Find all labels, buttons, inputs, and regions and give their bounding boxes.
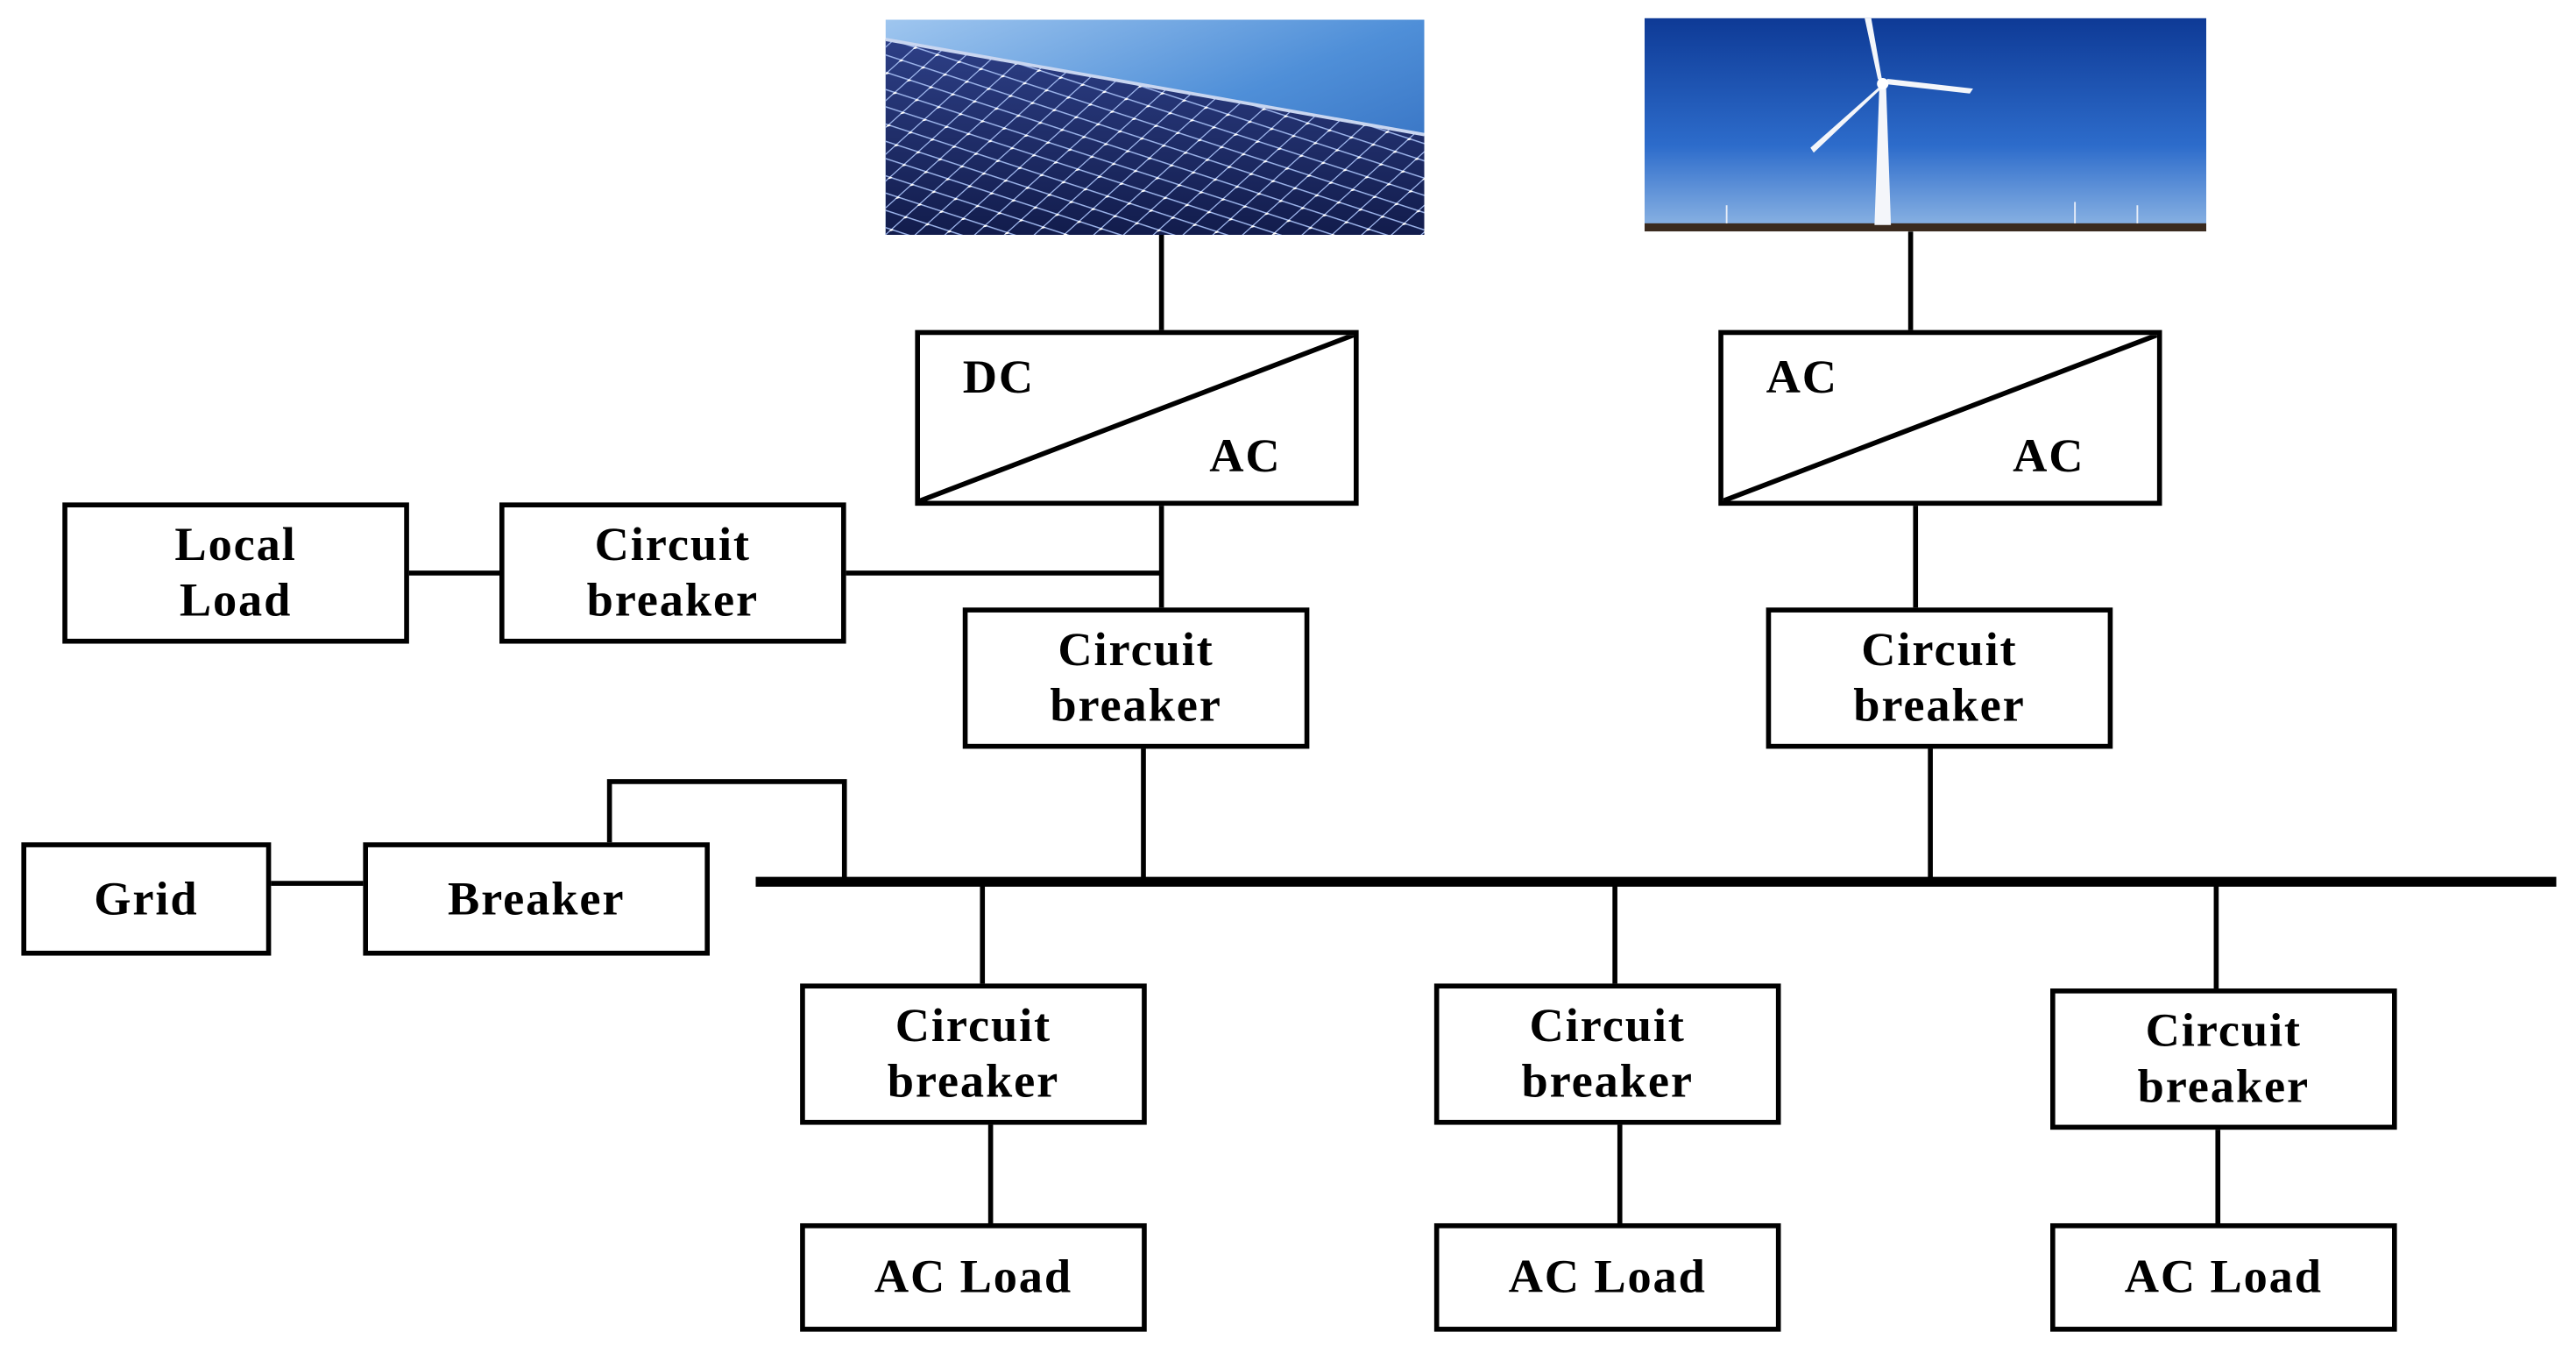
breaker-label-line1: Circuit: [1529, 1000, 1686, 1053]
converter-output-label: AC: [2013, 429, 2085, 483]
converter-output-label: AC: [1209, 429, 1282, 483]
ac-load-box-3: AC Load: [2050, 1222, 2397, 1332]
solar-panel-image: [885, 19, 1425, 235]
converter-diagonal-line: [1723, 335, 2157, 501]
breaker-label-line2: breaker: [1521, 1055, 1694, 1109]
load1-circuit-breaker-box: Circuit breaker: [800, 983, 1147, 1125]
grid-breaker-to-bus-line: [606, 779, 847, 882]
grid-label: Grid: [94, 872, 199, 925]
converter-input-label: AC: [1766, 351, 1838, 404]
breaker-label-line2: breaker: [1853, 679, 2026, 733]
ac-load-label: AC Load: [1508, 1250, 1707, 1304]
converter-diagonal-line: [920, 335, 1354, 501]
breaker-label-line2: breaker: [2137, 1060, 2310, 1114]
ac-load-box-1: AC Load: [800, 1222, 1147, 1332]
load2-circuit-breaker-box: Circuit breaker: [1433, 983, 1781, 1125]
breaker-label-line2: breaker: [887, 1055, 1060, 1109]
grid-box: Grid: [21, 842, 272, 956]
load3-circuit-breaker-box: Circuit breaker: [2050, 988, 2397, 1130]
breaker-label-line1: Circuit: [1861, 624, 2018, 677]
pv-circuit-breaker-box: Circuit breaker: [962, 607, 1310, 749]
local-load-label-line1: Local: [174, 519, 297, 572]
dc-ac-converter: DC AC: [915, 329, 1359, 506]
ac-ac-converter: AC AC: [1718, 329, 2162, 506]
wind-turbine-image: [1644, 18, 2207, 232]
local-load-label-line2: Load: [179, 574, 293, 627]
breaker-label-line2: breaker: [586, 574, 759, 627]
breaker-label-line1: Circuit: [2145, 1004, 2302, 1058]
ac-load-label: AC Load: [874, 1250, 1072, 1304]
local-circuit-breaker-box: Circuit breaker: [499, 502, 846, 644]
ac-load-label: AC Load: [2124, 1250, 2323, 1304]
local-load-box: Local Load: [62, 502, 409, 644]
grid-breaker-label: Breaker: [447, 872, 626, 925]
breaker-label-line2: breaker: [1050, 679, 1222, 733]
breaker-label-line1: Circuit: [1058, 624, 1214, 677]
wind-circuit-breaker-box: Circuit breaker: [1766, 607, 2113, 749]
converter-input-label: DC: [962, 351, 1036, 404]
ac-load-box-2: AC Load: [1433, 1222, 1781, 1332]
breaker-label-line1: Circuit: [594, 519, 751, 572]
grid-breaker-box: Breaker: [363, 842, 710, 956]
breaker-label-line1: Circuit: [895, 1000, 1052, 1053]
